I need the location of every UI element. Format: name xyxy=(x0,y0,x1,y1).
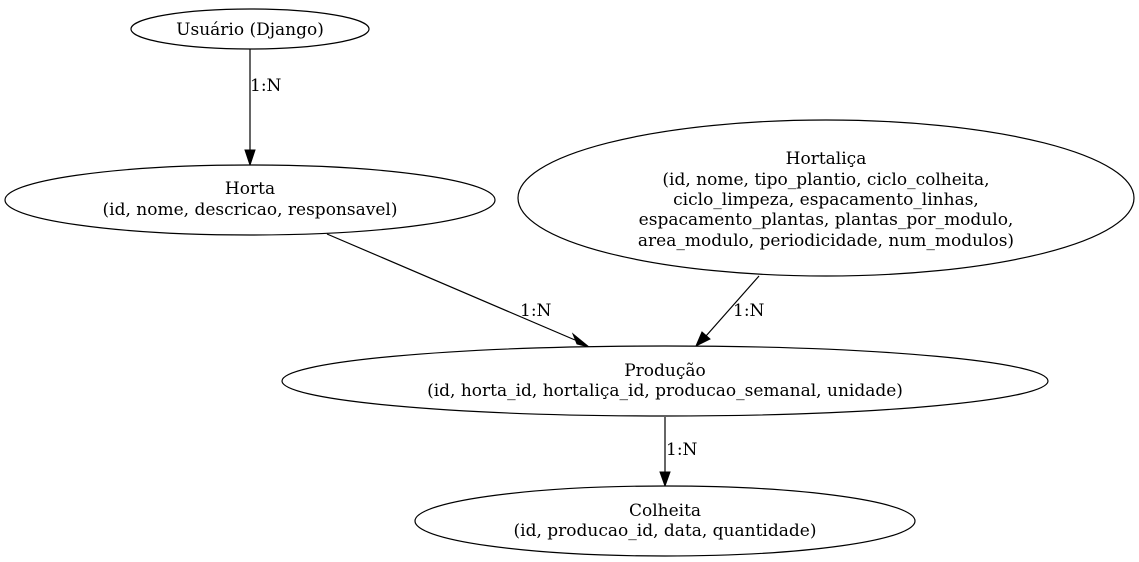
arrowhead-icon xyxy=(571,332,590,348)
arrowhead-icon xyxy=(244,149,256,167)
edge-producao-colheita: 1:N xyxy=(659,417,698,488)
node-colheita-title: Colheita xyxy=(629,501,701,521)
node-hortalica-fields-4: area_modulo, periodicidade, num_modulos) xyxy=(638,231,1014,251)
node-hortalica-fields-1: (id, nome, tipo_plantio, ciclo_colheita, xyxy=(662,170,989,190)
node-usuario: Usuário (Django) xyxy=(130,8,370,50)
node-producao: Produção (id, horta_id, hortaliça_id, pr… xyxy=(281,345,1049,417)
node-hortalica-title: Hortaliça xyxy=(786,149,867,169)
node-horta-title: Horta xyxy=(225,179,275,199)
node-usuario-title: Usuário (Django) xyxy=(176,20,324,40)
edge-hortalica-producao: 1:N xyxy=(695,275,765,348)
edge-horta-producao: 1:N xyxy=(326,233,590,348)
node-colheita: Colheita (id, producao_id, data, quantid… xyxy=(414,485,916,557)
edge-label-usuario-horta: 1:N xyxy=(250,76,282,96)
node-hortalica-fields-2: ciclo_limpeza, espacamento_linhas, xyxy=(673,190,979,210)
node-producao-fields: (id, horta_id, hortaliça_id, producao_se… xyxy=(427,381,903,401)
edge-label-horta-producao: 1:N xyxy=(520,301,552,321)
arrowhead-icon xyxy=(695,331,711,348)
node-colheita-fields: (id, producao_id, data, quantidade) xyxy=(514,521,817,541)
edge-label-producao-colheita: 1:N xyxy=(666,440,698,460)
node-horta: Horta (id, nome, descricao, responsavel) xyxy=(4,164,496,236)
node-hortalica: Hortaliça (id, nome, tipo_plantio, ciclo… xyxy=(517,119,1135,277)
node-horta-fields: (id, nome, descricao, responsavel) xyxy=(103,200,398,220)
edge-usuario-horta: 1:N xyxy=(244,49,282,167)
node-hortalica-fields-3: espacamento_plantas, plantas_por_modulo, xyxy=(639,210,1014,230)
node-producao-title: Produção xyxy=(624,361,706,381)
arrowhead-icon xyxy=(659,471,671,488)
edge-label-hortalica-producao: 1:N xyxy=(733,301,765,321)
